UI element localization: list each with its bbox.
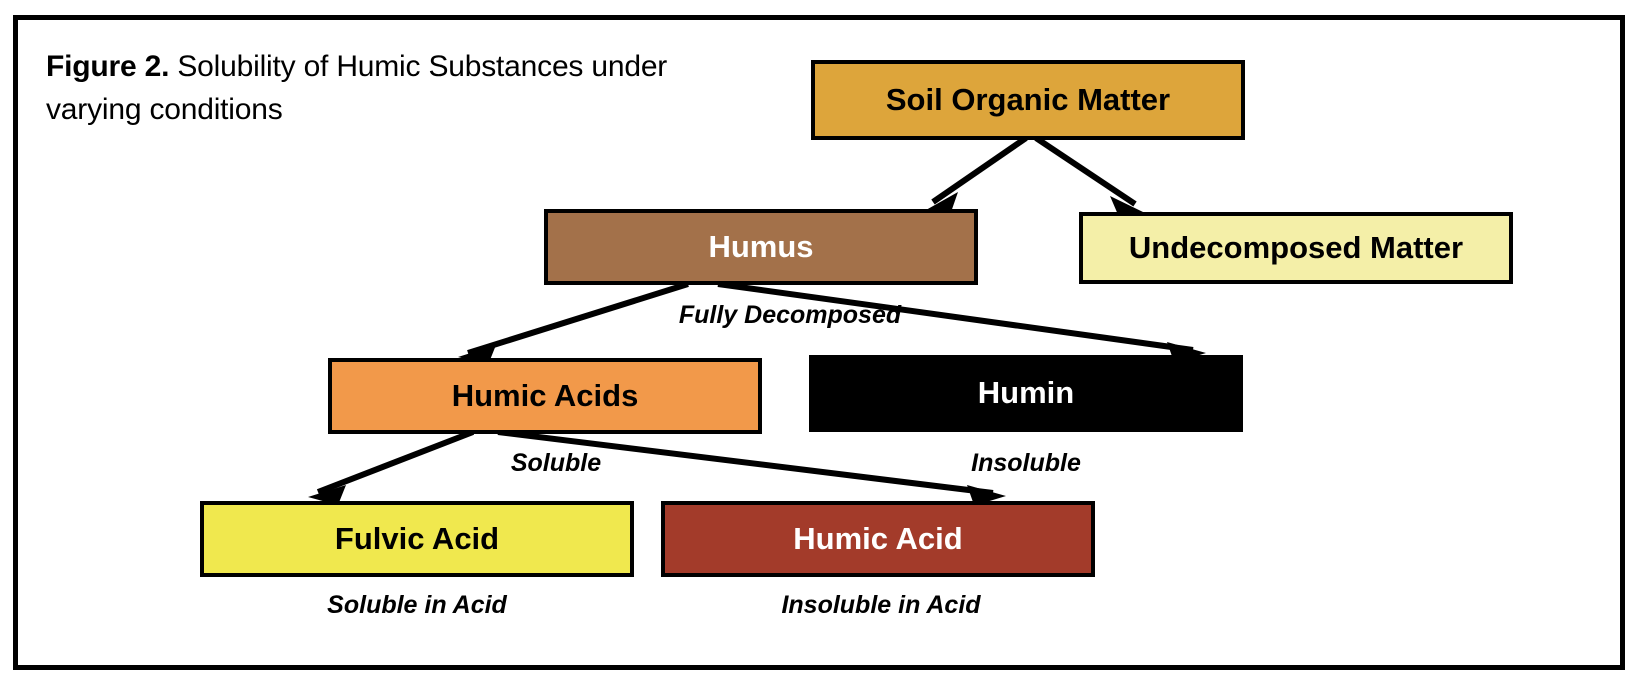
edge-line	[316, 429, 475, 495]
node-label-humin: Humin	[978, 375, 1074, 410]
node-label-humus: Humus	[708, 229, 813, 264]
arrowhead	[1160, 342, 1206, 367]
edge-humus-to-humic-acids	[458, 281, 689, 369]
node-box[interactable]	[200, 501, 634, 577]
arrowhead	[308, 485, 352, 509]
edge-line	[497, 429, 994, 496]
node-humin[interactable]: Humin	[809, 355, 1243, 432]
node-label-humic-acids: Humic Acids	[452, 378, 639, 413]
edge-humic-acids-to-fulvic-acid	[308, 429, 475, 509]
node-humic-acids[interactable]: Humic Acids	[328, 358, 762, 434]
node-undecomposed-matter[interactable]: Undecomposed Matter	[1079, 212, 1513, 284]
edge-som-to-humus	[926, 135, 1028, 220]
arrowhead	[926, 192, 963, 220]
edge-som-to-undecomposed	[1034, 135, 1143, 222]
arrowhead	[1106, 196, 1143, 222]
edge-line	[1034, 135, 1137, 207]
figure-caption-text: Solubility of Humic Substances under var…	[46, 50, 668, 126]
edge-humic-acids-to-humic-acid	[497, 429, 1006, 510]
node-label-undecomposed-matter: Undecomposed Matter	[1129, 230, 1463, 265]
node-box[interactable]	[1079, 212, 1513, 284]
arrowhead	[458, 345, 502, 369]
node-humic-acid[interactable]: Humic Acid	[661, 501, 1095, 577]
edge-group	[308, 135, 1206, 510]
annotation-insoluble: Insoluble	[971, 449, 1081, 477]
figure-caption: Figure 2. Solubility of Humic Substances…	[46, 46, 726, 131]
flowchart-diagram: Soil Organic Matter Humus Undecomposed M…	[200, 60, 1513, 619]
arrowhead	[960, 485, 1006, 510]
edge-line	[931, 135, 1028, 205]
node-fulvic-acid[interactable]: Fulvic Acid	[200, 501, 634, 577]
node-label-fulvic-acid: Fulvic Acid	[335, 521, 499, 556]
node-box[interactable]	[811, 60, 1245, 140]
figure-label: Figure 2.	[46, 50, 170, 83]
annotation-fully-decomposed: Fully Decomposed	[679, 301, 902, 329]
node-box[interactable]	[809, 355, 1243, 432]
edge-line	[717, 281, 1194, 353]
node-humus[interactable]: Humus	[544, 209, 978, 285]
annotation-soluble-in-acid: Soluble in Acid	[327, 591, 507, 619]
node-box[interactable]	[328, 358, 762, 434]
node-box[interactable]	[661, 501, 1095, 577]
node-box[interactable]	[544, 209, 978, 285]
node-label-soil-organic-matter: Soil Organic Matter	[886, 82, 1170, 117]
node-soil-organic-matter[interactable]: Soil Organic Matter	[811, 60, 1245, 140]
figure-frame: Figure 2. Solubility of Humic Substances…	[13, 15, 1625, 670]
annotation-soluble: Soluble	[511, 449, 601, 477]
node-label-humic-acid: Humic Acid	[793, 521, 962, 556]
edge-line	[467, 281, 689, 356]
edge-humus-to-humin	[717, 281, 1206, 367]
annotation-insoluble-in-acid: Insoluble in Acid	[781, 591, 981, 619]
